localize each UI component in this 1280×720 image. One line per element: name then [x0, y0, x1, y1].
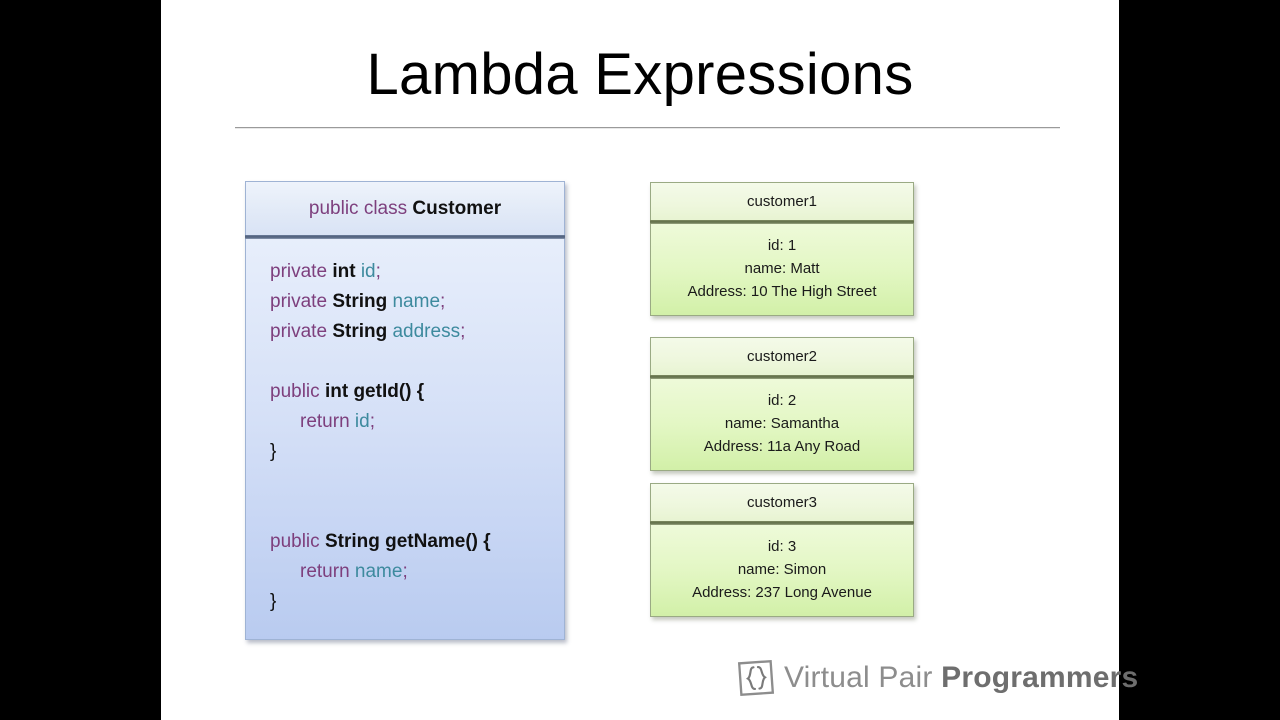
- class-diagram-box: public class Customer private int id; pr…: [245, 181, 565, 640]
- field-type: int: [332, 261, 356, 282]
- method-name: getName() {: [385, 531, 491, 552]
- method-modifier: public: [270, 531, 320, 552]
- code-blank-line: [270, 467, 564, 497]
- object-field-address: Address: 10 The High Street: [687, 283, 877, 300]
- brand-wordmark: Virtual Pair Programmers: [784, 661, 1138, 695]
- letterbox-bar-right: [1119, 0, 1280, 720]
- object-field-id: id: 3: [767, 538, 797, 555]
- class-box-separator: [245, 235, 565, 239]
- brand-name-bold: Programmers: [941, 661, 1139, 694]
- field-declaration: private String name;: [270, 287, 564, 317]
- close-brace: }: [270, 441, 277, 462]
- method-modifier: public: [270, 381, 320, 402]
- method-return-statement: return id;: [270, 407, 564, 437]
- field-type: String: [332, 291, 388, 312]
- object-instance-box: customer3 id: 3 name: Simon Address: 237…: [650, 483, 914, 617]
- field-declaration: private String address;: [270, 317, 564, 347]
- method-return-type: int: [324, 381, 349, 402]
- object-box-separator: [650, 220, 914, 224]
- object-field-address: Address: 11a Any Road: [703, 438, 861, 455]
- method-signature: public int getId() {: [270, 377, 564, 407]
- return-keyword: return: [300, 561, 350, 582]
- object-box-header: customer1: [650, 182, 914, 220]
- object-box-body: id: 1 name: Matt Address: 10 The High St…: [650, 224, 914, 316]
- object-field-address: Address: 237 Long Avenue: [692, 584, 872, 601]
- return-value: id: [354, 411, 370, 432]
- method-name: getId() {: [353, 381, 425, 402]
- class-box-body: private int id; private String name; pri…: [245, 239, 565, 640]
- letterbox-bar-left: [0, 0, 161, 720]
- object-field-name: name: Samantha: [724, 415, 840, 432]
- object-box-body: id: 2 name: Samantha Address: 11a Any Ro…: [650, 379, 914, 471]
- code-blank-line: [270, 347, 564, 377]
- field-terminator: ;: [460, 321, 466, 342]
- field-type: String: [332, 321, 388, 342]
- object-field-id: id: 1: [767, 237, 797, 254]
- field-modifier: private: [270, 261, 328, 282]
- method-return-type: String: [324, 531, 380, 552]
- field-terminator: ;: [440, 291, 446, 312]
- page-title: Lambda Expressions: [366, 42, 914, 107]
- title-divider: [235, 127, 1060, 129]
- field-name: id: [360, 261, 376, 282]
- field-name: address: [392, 321, 461, 342]
- object-box-header: customer2: [650, 337, 914, 375]
- field-declaration: private int id;: [270, 257, 564, 287]
- field-modifier: private: [270, 291, 328, 312]
- slide-canvas: Lambda Expressions public class Customer…: [161, 0, 1138, 720]
- return-keyword: return: [300, 411, 350, 432]
- object-instance-box: customer2 id: 2 name: Samantha Address: …: [650, 337, 914, 471]
- object-instance-box: customer1 id: 1 name: Matt Address: 10 T…: [650, 182, 914, 316]
- brand-name-light: Virtual Pair: [784, 661, 933, 694]
- return-value: name: [354, 561, 403, 582]
- class-box-header: public class Customer: [245, 181, 565, 235]
- field-terminator: ;: [375, 261, 381, 282]
- method-close-brace: }: [270, 587, 564, 617]
- code-blank-line: [270, 497, 564, 527]
- braces-square-icon: [737, 659, 775, 697]
- object-field-id: id: 2: [767, 392, 797, 409]
- object-box-separator: [650, 375, 914, 379]
- object-field-name: name: Simon: [737, 561, 827, 578]
- object-box-separator: [650, 521, 914, 525]
- object-box-header: customer3: [650, 483, 914, 521]
- brand-logo: Virtual Pair Programmers: [737, 659, 1138, 697]
- method-signature: public String getName() {: [270, 527, 564, 557]
- class-name: Customer: [412, 197, 502, 219]
- close-brace: }: [270, 591, 277, 612]
- class-keyword: public class: [308, 197, 408, 219]
- return-terminator: ;: [402, 561, 408, 582]
- object-box-body: id: 3 name: Simon Address: 237 Long Aven…: [650, 525, 914, 617]
- method-close-brace: }: [270, 437, 564, 467]
- return-terminator: ;: [369, 411, 375, 432]
- field-name: name: [392, 291, 441, 312]
- field-modifier: private: [270, 321, 328, 342]
- method-return-statement: return name;: [270, 557, 564, 587]
- object-field-name: name: Matt: [744, 260, 820, 277]
